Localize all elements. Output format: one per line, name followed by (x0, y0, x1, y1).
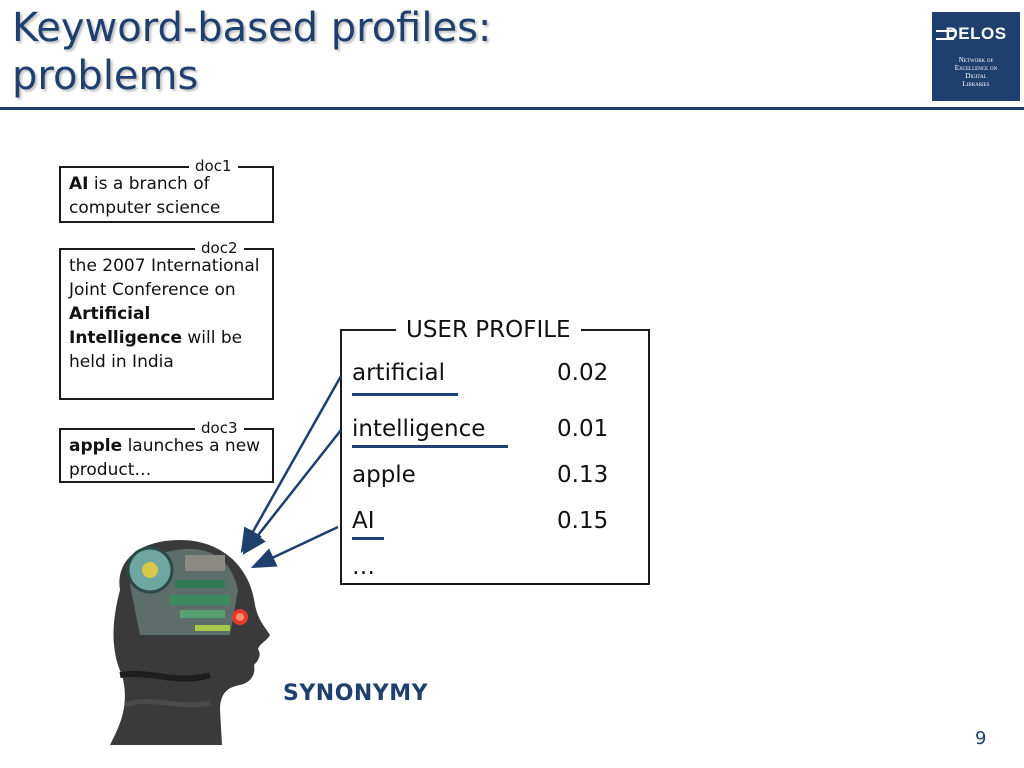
profile-ellipsis: … (352, 554, 375, 580)
doc2-keyword: Artificial Intelligence (69, 304, 182, 348)
logo-stripe (936, 30, 954, 32)
delos-logo: DELOS Network of Excellence on Digital L… (932, 12, 1020, 101)
arrow-intelligence (242, 429, 342, 555)
cyborg-head-image (110, 540, 270, 745)
profile-term: artificial (352, 360, 445, 386)
page-number: 9 (975, 728, 987, 749)
term-underline (352, 393, 458, 396)
doc2-label: doc2 (195, 240, 244, 256)
doc2-text-pre: the 2007 International Joint Conference … (69, 256, 260, 300)
profile-term: apple (352, 462, 416, 488)
doc3-text: launches a new product… (69, 436, 261, 480)
doc2-box: doc2 the 2007 International Joint Confer… (59, 240, 274, 400)
profile-term: AI (352, 508, 375, 534)
term-underline (352, 445, 508, 448)
profile-weight: 0.01 (557, 416, 609, 442)
doc3-keyword: apple (69, 436, 123, 456)
profile-weight: 0.15 (557, 508, 609, 534)
doc3-label: doc3 (195, 420, 244, 436)
term-underline (352, 537, 384, 540)
logo-subtitle: Network of Excellence on Digital Librari… (934, 56, 1018, 88)
doc1-text: is a branch of computer science (69, 174, 221, 218)
profile-term: intelligence (352, 416, 486, 442)
profile-weight: 0.02 (557, 360, 609, 386)
logo-stripe (936, 38, 954, 40)
doc1-keyword: AI (69, 174, 89, 194)
title-divider (0, 107, 1024, 110)
logo-wordmark: DELOS (945, 24, 1007, 43)
user-profile-title: USER PROFILE (396, 317, 581, 343)
slide-title-line1: Keyword-based profiles: (12, 5, 492, 51)
arrow-ai (250, 525, 339, 569)
doc2-text: will be held in India (69, 328, 243, 372)
logo-subtitle-line: Excellence on (954, 64, 998, 72)
doc1-label: doc1 (189, 158, 238, 174)
profile-weight: 0.13 (557, 462, 609, 488)
logo-subtitle-line: Libraries (962, 80, 990, 88)
user-profile-box: USER PROFILE artificial 0.02 intelligenc… (340, 317, 650, 585)
doc1-box: doc1 AI is a branch of computer science (59, 158, 274, 223)
synonymy-label: SYNONYMY (283, 681, 429, 706)
doc3-box: doc3 apple launches a new product… (59, 420, 274, 483)
logo-subtitle-line: Network of (958, 56, 994, 64)
arrow-artificial (240, 375, 343, 554)
slide-title-line2: problems (12, 53, 199, 99)
logo-subtitle-line: Digital (965, 72, 987, 80)
slide-title: Keyword-based profiles: problems (12, 4, 491, 100)
